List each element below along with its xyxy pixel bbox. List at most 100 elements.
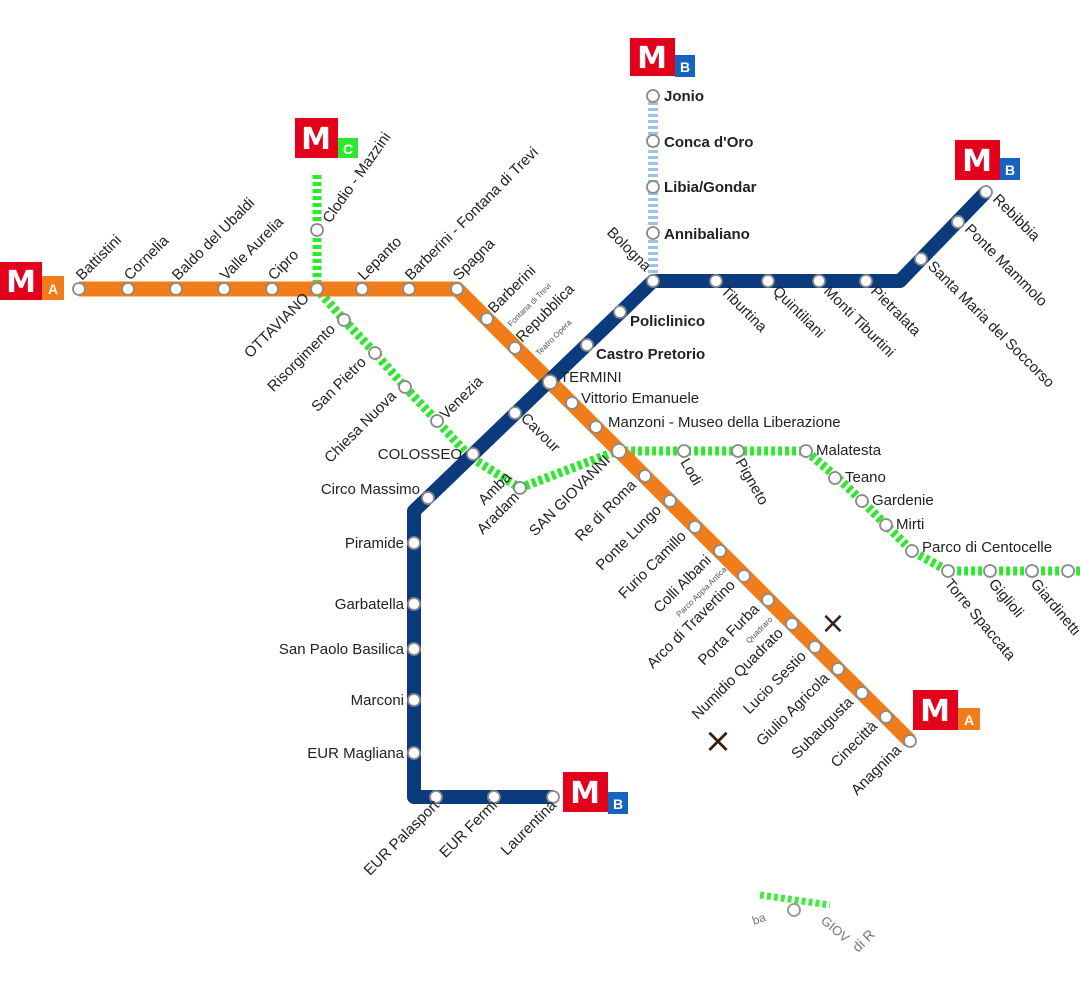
station-piramide[interactable] bbox=[407, 536, 421, 550]
label-eur-palasport: EUR Palasport bbox=[361, 796, 444, 879]
station-termini-a[interactable] bbox=[542, 374, 558, 390]
station-subaugusta[interactable] bbox=[855, 686, 869, 700]
label-vittorio-emanuele: Vittorio Emanuele bbox=[581, 390, 699, 407]
station-castro-pretorio[interactable] bbox=[580, 338, 594, 352]
station-mirti[interactable] bbox=[879, 518, 893, 532]
station-torre-spaccata[interactable] bbox=[941, 564, 955, 578]
station-numidio-quadrato[interactable] bbox=[785, 617, 799, 631]
station-next-east[interactable] bbox=[1061, 564, 1075, 578]
station-porta-furba[interactable] bbox=[761, 593, 775, 607]
station-gardenie[interactable] bbox=[855, 494, 869, 508]
station-circo-massimo[interactable] bbox=[421, 491, 435, 505]
station-annibaliano[interactable] bbox=[646, 226, 660, 240]
station-lepanto[interactable] bbox=[355, 282, 369, 296]
station-libia-gondar[interactable] bbox=[646, 180, 660, 194]
terminal-logo-b1-north: M B bbox=[630, 38, 695, 77]
label-quintiliani: Quintiliani bbox=[769, 283, 828, 342]
label-baldo-degli-ubaldi: Baldo del Ubaldi bbox=[169, 195, 258, 284]
station-conca-doro[interactable] bbox=[646, 134, 660, 148]
station-rebibbia[interactable] bbox=[979, 185, 993, 199]
station-cipro[interactable] bbox=[265, 282, 279, 296]
label-cornelia: Cornelia bbox=[121, 232, 173, 284]
label-mirti: Mirti bbox=[896, 516, 924, 533]
station-anagnina[interactable] bbox=[903, 734, 917, 748]
station-valle-aurelia[interactable] bbox=[217, 282, 231, 296]
label-conca-doro: Conca d'Oro bbox=[664, 134, 753, 151]
line-a-stations bbox=[72, 282, 917, 748]
ghost-label-giov: GIOV bbox=[818, 913, 853, 946]
station-barberini[interactable] bbox=[480, 312, 494, 326]
station-cavour[interactable] bbox=[508, 406, 522, 420]
station-quintiliani[interactable] bbox=[761, 274, 775, 288]
annotation-cross: × bbox=[704, 721, 733, 761]
station-venezia[interactable] bbox=[430, 414, 444, 428]
station-giglioli[interactable] bbox=[983, 564, 997, 578]
station-teano[interactable] bbox=[828, 471, 842, 485]
line-letter: C bbox=[343, 141, 353, 157]
station-eur-fermi[interactable] bbox=[487, 790, 501, 804]
label-arco-di-travertino: Arco di Travertino bbox=[644, 577, 739, 672]
label-malatesta: Malatesta bbox=[816, 442, 882, 459]
station-amba-aradam[interactable] bbox=[513, 481, 527, 495]
terminal-logo-b-south: M B bbox=[563, 772, 628, 814]
station-barberini-fontana-di-trevi[interactable] bbox=[402, 282, 416, 296]
station-vittorio-emanuele[interactable] bbox=[565, 396, 579, 410]
label-eur-fermi: EUR Fermi bbox=[436, 797, 500, 861]
ghost-label-ba: ba bbox=[750, 910, 768, 928]
station-parco-di-centocelle[interactable] bbox=[905, 544, 919, 558]
station-re-di-roma[interactable] bbox=[638, 469, 652, 483]
ghost-label-dir: di R bbox=[849, 926, 878, 955]
station-pietralata[interactable] bbox=[859, 274, 873, 288]
station-eur-palasport[interactable] bbox=[429, 790, 443, 804]
station-giulio-agricola[interactable] bbox=[831, 662, 845, 676]
ghost-station bbox=[787, 903, 801, 917]
station-malatesta[interactable] bbox=[799, 444, 813, 458]
station-manzoni[interactable] bbox=[589, 420, 603, 434]
station-lucio-sestio[interactable] bbox=[808, 640, 822, 654]
station-risorgimento[interactable] bbox=[337, 313, 351, 327]
station-spagna[interactable] bbox=[450, 282, 464, 296]
station-san-giovanni[interactable] bbox=[611, 443, 627, 459]
station-furio-camillo[interactable] bbox=[688, 520, 702, 534]
station-ottaviano[interactable] bbox=[310, 282, 324, 296]
label-battistini: Battistini bbox=[73, 232, 125, 284]
station-arco-di-travertino[interactable] bbox=[737, 569, 751, 583]
station-laurentina[interactable] bbox=[546, 790, 560, 804]
label-manzoni: Manzoni - Museo della Liberazione bbox=[608, 414, 841, 431]
label-santa-maria-del-soccorso: Santa Maria del Soccorso bbox=[924, 258, 1057, 391]
station-san-paolo-basilica[interactable] bbox=[407, 642, 421, 656]
label-marconi: Marconi bbox=[351, 692, 404, 709]
station-ponte-mammolo[interactable] bbox=[951, 215, 965, 229]
station-baldo-degli-ubaldi[interactable] bbox=[169, 282, 183, 296]
station-ponte-lungo[interactable] bbox=[663, 494, 677, 508]
station-bologna[interactable] bbox=[646, 274, 660, 288]
station-repubblica[interactable] bbox=[508, 341, 522, 355]
label-giardinetti: Giardinetti bbox=[1027, 576, 1080, 639]
label-eur-magliana: EUR Magliana bbox=[307, 745, 404, 762]
station-monti-tiburtini[interactable] bbox=[812, 274, 826, 288]
station-tiburtina[interactable] bbox=[709, 274, 723, 288]
station-marconi[interactable] bbox=[407, 693, 421, 707]
station-santa-maria-del-soccorso[interactable] bbox=[914, 252, 928, 266]
station-san-pietro[interactable] bbox=[368, 346, 382, 360]
station-colosseo[interactable] bbox=[466, 447, 480, 461]
station-pigneto[interactable] bbox=[731, 444, 745, 458]
station-colli-albani[interactable] bbox=[713, 544, 727, 558]
station-chiesa-nuova[interactable] bbox=[398, 380, 412, 394]
station-jonio[interactable] bbox=[646, 89, 660, 103]
label-piramide: Piramide bbox=[345, 535, 404, 552]
label-laurentina: Laurentina bbox=[498, 796, 561, 859]
station-lodi[interactable] bbox=[677, 444, 691, 458]
label-libia-gondar: Libia/Gondar bbox=[664, 179, 757, 196]
station-cornelia[interactable] bbox=[121, 282, 135, 296]
station-battistini[interactable] bbox=[72, 282, 86, 296]
station-eur-magliana[interactable] bbox=[407, 746, 421, 760]
station-giardinetti[interactable] bbox=[1025, 564, 1039, 578]
station-garbatella[interactable] bbox=[407, 597, 421, 611]
terminal-logo-a-west: M A bbox=[0, 262, 64, 300]
label-gardenie: Gardenie bbox=[872, 492, 934, 509]
station-cinecitta[interactable] bbox=[879, 710, 893, 724]
station-policlinico[interactable] bbox=[613, 305, 627, 319]
terminal-logo-a-southeast: M A bbox=[913, 690, 980, 730]
station-clodio-mazzini[interactable] bbox=[310, 223, 324, 237]
